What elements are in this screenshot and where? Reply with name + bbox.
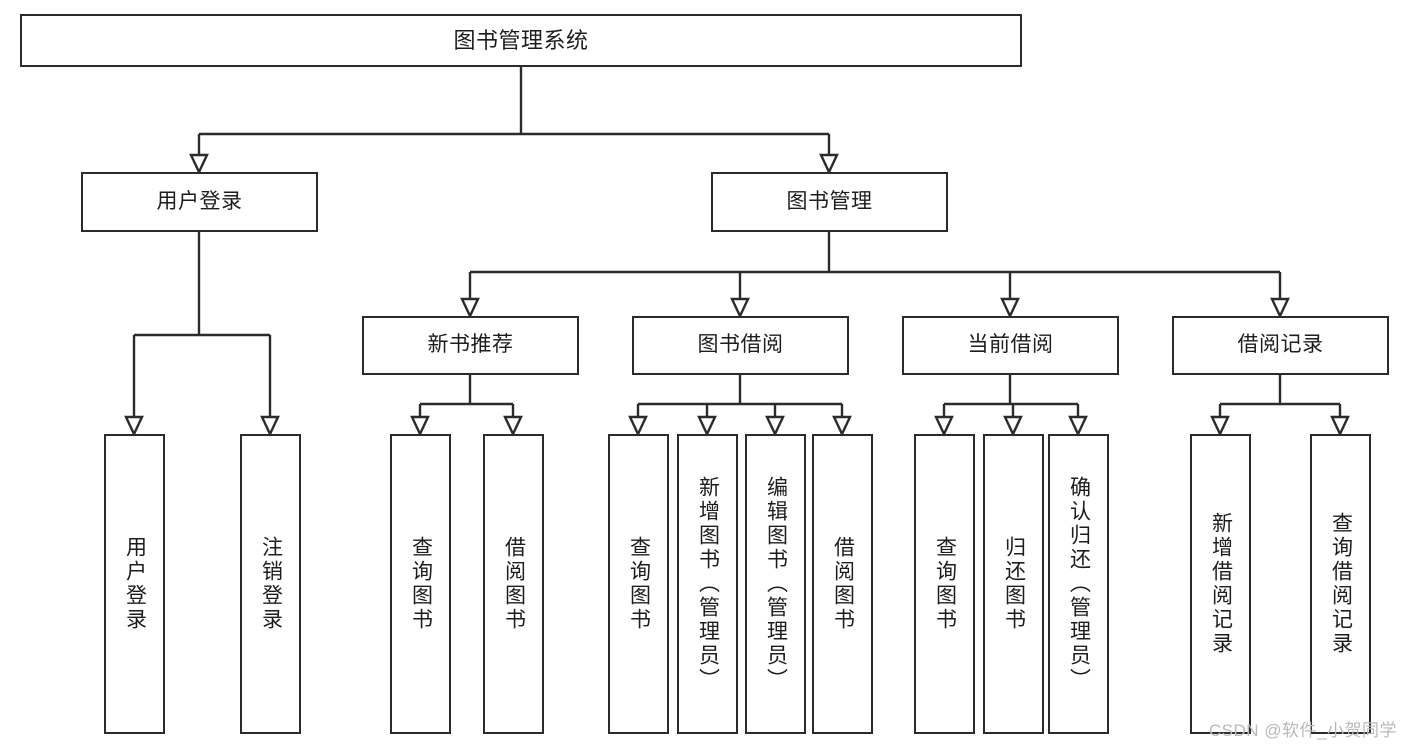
arrow-head-leaf-current-return-book (1003, 415, 1023, 437)
node-leaf-borrow-edit-book[interactable]: 编辑图书（管理员） (745, 434, 806, 734)
arrow-head-new-book-rec (460, 297, 480, 319)
node-leaf-current-query-book[interactable]: 查询图书 (914, 434, 975, 734)
node-label: 确认归还（管理员） (1067, 476, 1091, 692)
arrow-head-user-login (189, 153, 209, 175)
arrow-head-leaf-borrow-add-book (697, 415, 717, 437)
node-label: 查询图书 (627, 536, 651, 632)
arrow-head-leaf-borrow-edit-book (765, 415, 785, 437)
node-leaf-borrow-query-book[interactable]: 查询图书 (608, 434, 669, 734)
node-label: 用户登录 (156, 189, 243, 213)
arrow-head-borrow-record (1270, 297, 1290, 319)
node-label: 注销登录 (259, 536, 283, 632)
node-label: 图书借阅 (697, 333, 784, 357)
arrow-head-leaf-rec-borrow-book (503, 415, 523, 437)
node-leaf-borrow-lend-book[interactable]: 借阅图书 (812, 434, 873, 734)
node-leaf-borrow-add-book[interactable]: 新增图书（管理员） (677, 434, 738, 734)
node-leaf-rec-query-book[interactable]: 查询图书 (390, 434, 451, 734)
arrow-head-leaf-borrow-query-book (628, 415, 648, 437)
node-label: 编辑图书（管理员） (764, 476, 788, 692)
node-label: 用户登录 (123, 536, 147, 632)
node-label: 新增图书（管理员） (696, 476, 720, 692)
node-label: 新书推荐 (427, 333, 514, 357)
node-book-borrow[interactable]: 图书借阅 (632, 316, 849, 375)
node-label: 图书管理 (786, 189, 873, 213)
node-user-login[interactable]: 用户登录 (81, 172, 318, 232)
arrow-head-leaf-current-confirm-return (1068, 415, 1088, 437)
node-leaf-current-confirm-return[interactable]: 确认归还（管理员） (1048, 434, 1109, 734)
node-label: 查询图书 (409, 536, 433, 632)
node-borrow-record[interactable]: 借阅记录 (1172, 316, 1389, 375)
arrow-head-leaf-current-query-book (934, 415, 954, 437)
node-label: 查询图书 (933, 536, 957, 632)
arrow-head-leaf-record-query (1330, 415, 1350, 437)
node-current-borrow[interactable]: 当前借阅 (902, 316, 1119, 375)
node-leaf-record-query[interactable]: 查询借阅记录 (1310, 434, 1371, 734)
arrow-head-leaf-user-login (124, 415, 144, 437)
arrow-head-current-borrow (1000, 297, 1020, 319)
arrow-head-book-manage (819, 153, 839, 175)
node-label: 借阅记录 (1237, 333, 1324, 357)
arrow-head-leaf-borrow-lend-book (832, 415, 852, 437)
node-new-book-rec[interactable]: 新书推荐 (362, 316, 579, 375)
node-label: 查询借阅记录 (1329, 512, 1353, 656)
arrow-head-leaf-record-add (1210, 415, 1230, 437)
node-label: 新增借阅记录 (1209, 512, 1233, 656)
arrow-head-leaf-rec-query-book (410, 415, 430, 437)
node-leaf-rec-borrow-book[interactable]: 借阅图书 (483, 434, 544, 734)
node-leaf-current-return-book[interactable]: 归还图书 (983, 434, 1044, 734)
node-book-manage[interactable]: 图书管理 (711, 172, 948, 232)
node-label: 图书管理系统 (453, 27, 589, 53)
node-root[interactable]: 图书管理系统 (20, 14, 1022, 67)
node-leaf-record-add[interactable]: 新增借阅记录 (1190, 434, 1251, 734)
node-label: 归还图书 (1002, 536, 1026, 632)
node-leaf-user-logout[interactable]: 注销登录 (240, 434, 301, 734)
node-leaf-user-login[interactable]: 用户登录 (104, 434, 165, 734)
watermark: CSDN @软件_小贺同学 (1208, 721, 1397, 740)
arrow-head-leaf-user-logout (260, 415, 280, 437)
node-label: 借阅图书 (502, 536, 526, 632)
node-label: 借阅图书 (831, 536, 855, 632)
arrow-head-book-borrow (730, 297, 750, 319)
node-label: 当前借阅 (967, 333, 1054, 357)
